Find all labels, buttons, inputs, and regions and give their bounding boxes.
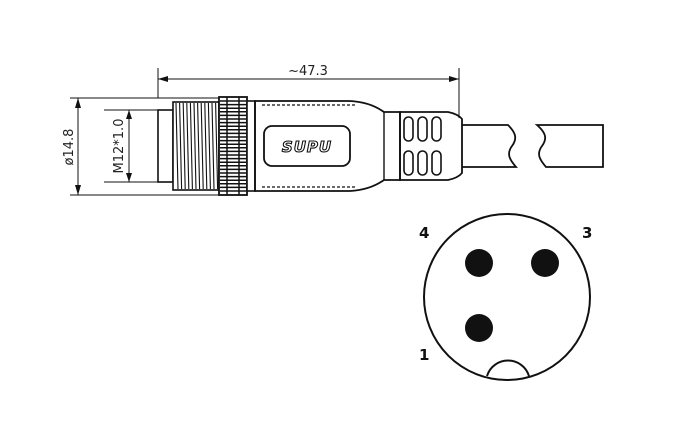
coupling-nut: [218, 96, 248, 196]
thread-section: [172, 101, 220, 191]
brand-logo: SUPU: [282, 138, 332, 156]
overmold-body: SUPU: [246, 100, 401, 192]
pin-1-label: 1: [419, 346, 429, 364]
connector-body: SUPU: [157, 96, 604, 196]
length-dimension-label: ~47.3: [288, 64, 328, 79]
pin-4-contact: [465, 249, 493, 277]
diameter-dimension: ø14.8: [62, 97, 240, 196]
front-face: [157, 109, 174, 183]
pin-1-contact: [465, 314, 493, 342]
coding-key: [486, 359, 530, 377]
length-dimension: ~47.3: [157, 64, 460, 118]
thread-dimension: M12*1.0: [104, 109, 168, 183]
pin-layout: 4 3 1: [419, 213, 592, 381]
pin-3-label: 3: [582, 224, 592, 242]
cable: [462, 124, 604, 168]
pin-3-contact: [531, 249, 559, 277]
strain-relief: [399, 111, 463, 181]
connector-face-circle: [423, 213, 591, 381]
pin-4-label: 4: [419, 224, 429, 242]
diameter-dimension-label: ø14.8: [62, 129, 77, 166]
thread-dimension-label: M12*1.0: [112, 119, 127, 174]
